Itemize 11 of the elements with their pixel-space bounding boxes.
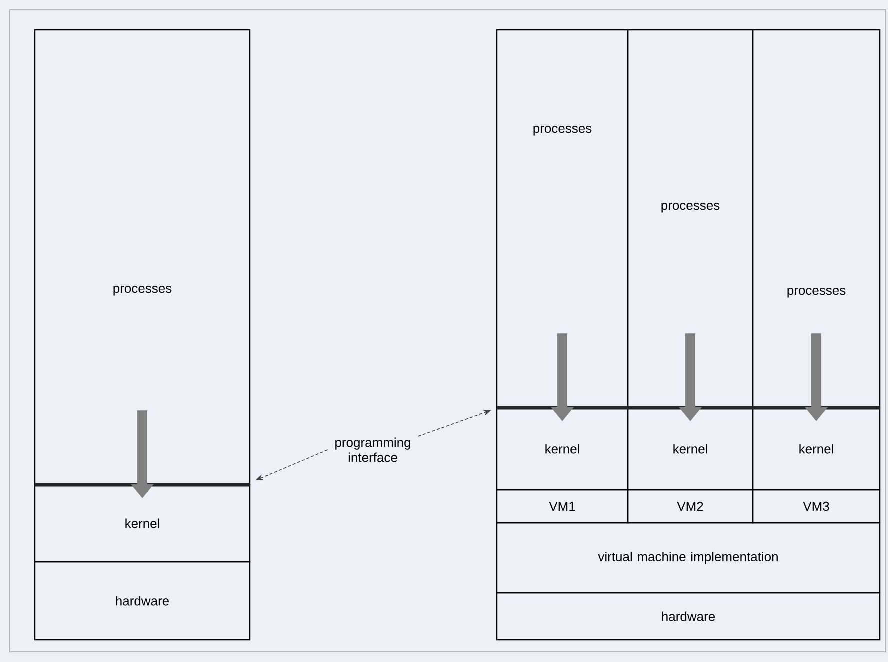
- layer-box: processes: [34, 29, 251, 486]
- layer-box: hardware: [34, 561, 251, 641]
- layer-box: processes: [752, 29, 881, 409]
- layer-box: processes: [627, 29, 754, 409]
- layer-box: VM2: [627, 489, 754, 524]
- layer-box: virtual machine implementation: [496, 522, 881, 594]
- layer-box: hardware: [496, 592, 881, 641]
- layer-box: VM3: [752, 489, 881, 524]
- layer-box: VM1: [496, 489, 629, 524]
- label-text: programming interface: [336, 438, 410, 462]
- layer-box: processes: [496, 29, 629, 409]
